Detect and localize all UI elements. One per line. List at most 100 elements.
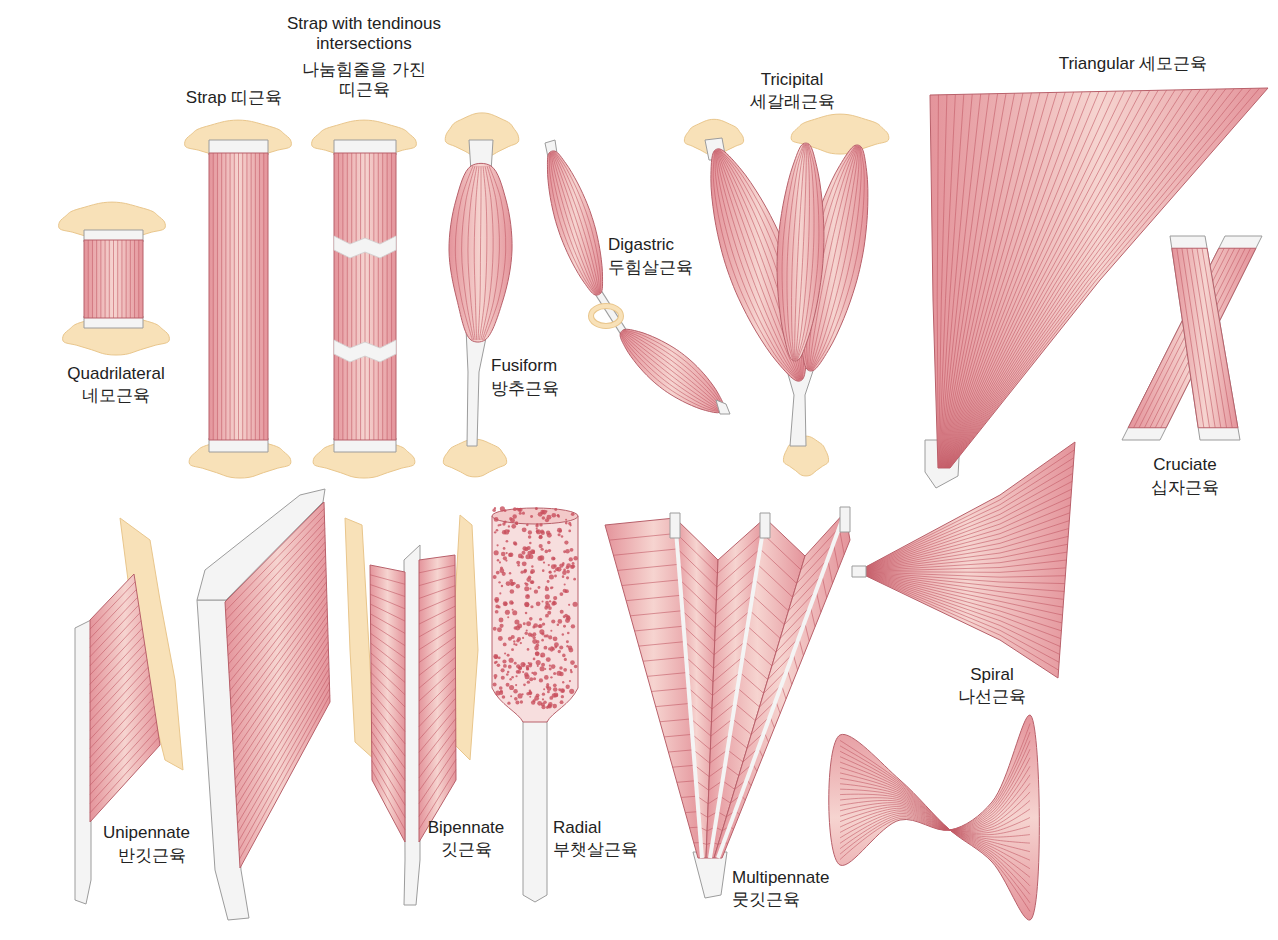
- muscle-fiber: [96, 240, 97, 318]
- fiber-dot: [567, 632, 570, 635]
- muscle-fiber: [482, 166, 499, 340]
- fiber-dot: [559, 666, 562, 669]
- fiber-dot: [511, 676, 514, 679]
- fiber-dot: [509, 579, 513, 583]
- muscle-label: 방추근육: [491, 379, 559, 399]
- muscle-fiber: [623, 330, 723, 408]
- muscle-fiber: [484, 166, 506, 340]
- muscle-label: 나선근육: [927, 687, 1057, 707]
- fiber-dot: [548, 564, 550, 566]
- fiber-dot: [533, 671, 537, 675]
- fiber-dot: [546, 685, 549, 688]
- fiber-dot: [520, 642, 522, 644]
- fiber-dot: [504, 602, 508, 606]
- fiber-dot: [569, 689, 574, 694]
- muscle-fiber: [234, 622, 328, 762]
- muscle-label: 십자근육: [1120, 478, 1250, 498]
- muscle-fiber: [419, 739, 456, 791]
- muscle-fiber: [840, 746, 1030, 903]
- fiber-dot: [524, 586, 529, 591]
- muscle-fiber: [733, 719, 752, 735]
- muscle-label: 네모근육: [31, 386, 201, 406]
- fiber-dot: [526, 665, 529, 668]
- muscle-fiber: [860, 450, 1074, 570]
- fiber-dot: [503, 664, 507, 668]
- muscle-fiber: [419, 606, 455, 624]
- muscle-fiber: [656, 703, 690, 706]
- muscle-fiber: [232, 595, 327, 726]
- muscle-fiber: [90, 737, 159, 813]
- fiber-dot: [494, 550, 499, 555]
- muscle-fiber: [255, 153, 256, 440]
- fiber-dot: [494, 531, 496, 533]
- fiber-dot: [523, 622, 526, 625]
- muscle-fiber: [455, 166, 473, 340]
- fiber-dot: [543, 646, 547, 650]
- fiber-dot: [563, 625, 566, 628]
- muscle-fiber: [1150, 248, 1240, 428]
- tendinous-intersection: [334, 340, 396, 362]
- muscle-fiber: [763, 533, 801, 569]
- fiber-dot: [518, 666, 522, 670]
- muscle-fiber: [553, 152, 599, 294]
- fiber-dot: [537, 665, 539, 667]
- fiber-dot: [561, 695, 564, 698]
- muscle-fiber: [372, 770, 405, 830]
- muscle-fiber: [1182, 248, 1210, 428]
- muscle-fiber: [795, 144, 806, 360]
- muscle-fiber: [370, 614, 405, 634]
- fiber-dot: [508, 553, 512, 557]
- fiber-dot: [540, 653, 545, 658]
- muscle-shapes: [59, 88, 1268, 920]
- fiber-dot: [539, 629, 544, 634]
- muscle-fiber: [90, 660, 147, 722]
- fiber-dot: [522, 551, 526, 555]
- fiber-dot: [509, 658, 514, 663]
- fiber-dot: [541, 531, 545, 535]
- fiber-dot: [558, 619, 563, 624]
- muscle-fiber: [946, 90, 1150, 468]
- fiber-dot: [523, 663, 526, 666]
- fiber-dot: [530, 515, 533, 518]
- fiber-dot: [530, 569, 535, 574]
- fiber-dot: [516, 584, 520, 588]
- fiber-dot: [517, 564, 520, 567]
- muscle-fiber: [225, 153, 226, 440]
- fiber-dot: [550, 587, 553, 590]
- fiber-dot: [562, 562, 564, 564]
- fiber-dot: [525, 583, 528, 586]
- fiber-dot: [551, 564, 556, 569]
- fiber-dot: [498, 524, 500, 526]
- muscle-fiber: [840, 773, 1030, 860]
- fiber-dot: [510, 589, 515, 594]
- fiber-dot: [545, 601, 549, 605]
- muscle-fiber: [639, 642, 685, 646]
- muscle-fiber: [238, 675, 329, 832]
- fiber-dot: [568, 522, 571, 525]
- tendon: [523, 705, 547, 902]
- muscle-fiber: [371, 624, 405, 646]
- fiber-dot: [518, 693, 523, 698]
- muscle-fiber: [419, 688, 456, 727]
- fiber-dot: [534, 590, 538, 594]
- fiber-dot: [551, 619, 555, 623]
- fiber-dot: [515, 684, 517, 686]
- muscle-fiber: [840, 724, 1030, 860]
- fiber-dot: [539, 523, 542, 526]
- muscle-belly: [829, 715, 1040, 920]
- muscle-fiber: [109, 240, 110, 318]
- muscle-fiber: [378, 153, 379, 440]
- fiber-dot: [547, 580, 550, 583]
- fiber-dot: [541, 600, 543, 602]
- fiber-dot: [551, 602, 555, 606]
- muscle-fiber: [860, 544, 1068, 571]
- muscle-fiber: [860, 572, 1063, 607]
- fiber-dot: [571, 564, 575, 568]
- fiber-dot: [509, 685, 514, 690]
- muscle-fiber: [643, 657, 686, 661]
- fiber-dot: [532, 551, 535, 554]
- fiber-dot: [547, 691, 550, 694]
- fiber-dot: [529, 696, 531, 698]
- fibrous-loop: [591, 306, 621, 326]
- fiber-dot: [537, 701, 542, 706]
